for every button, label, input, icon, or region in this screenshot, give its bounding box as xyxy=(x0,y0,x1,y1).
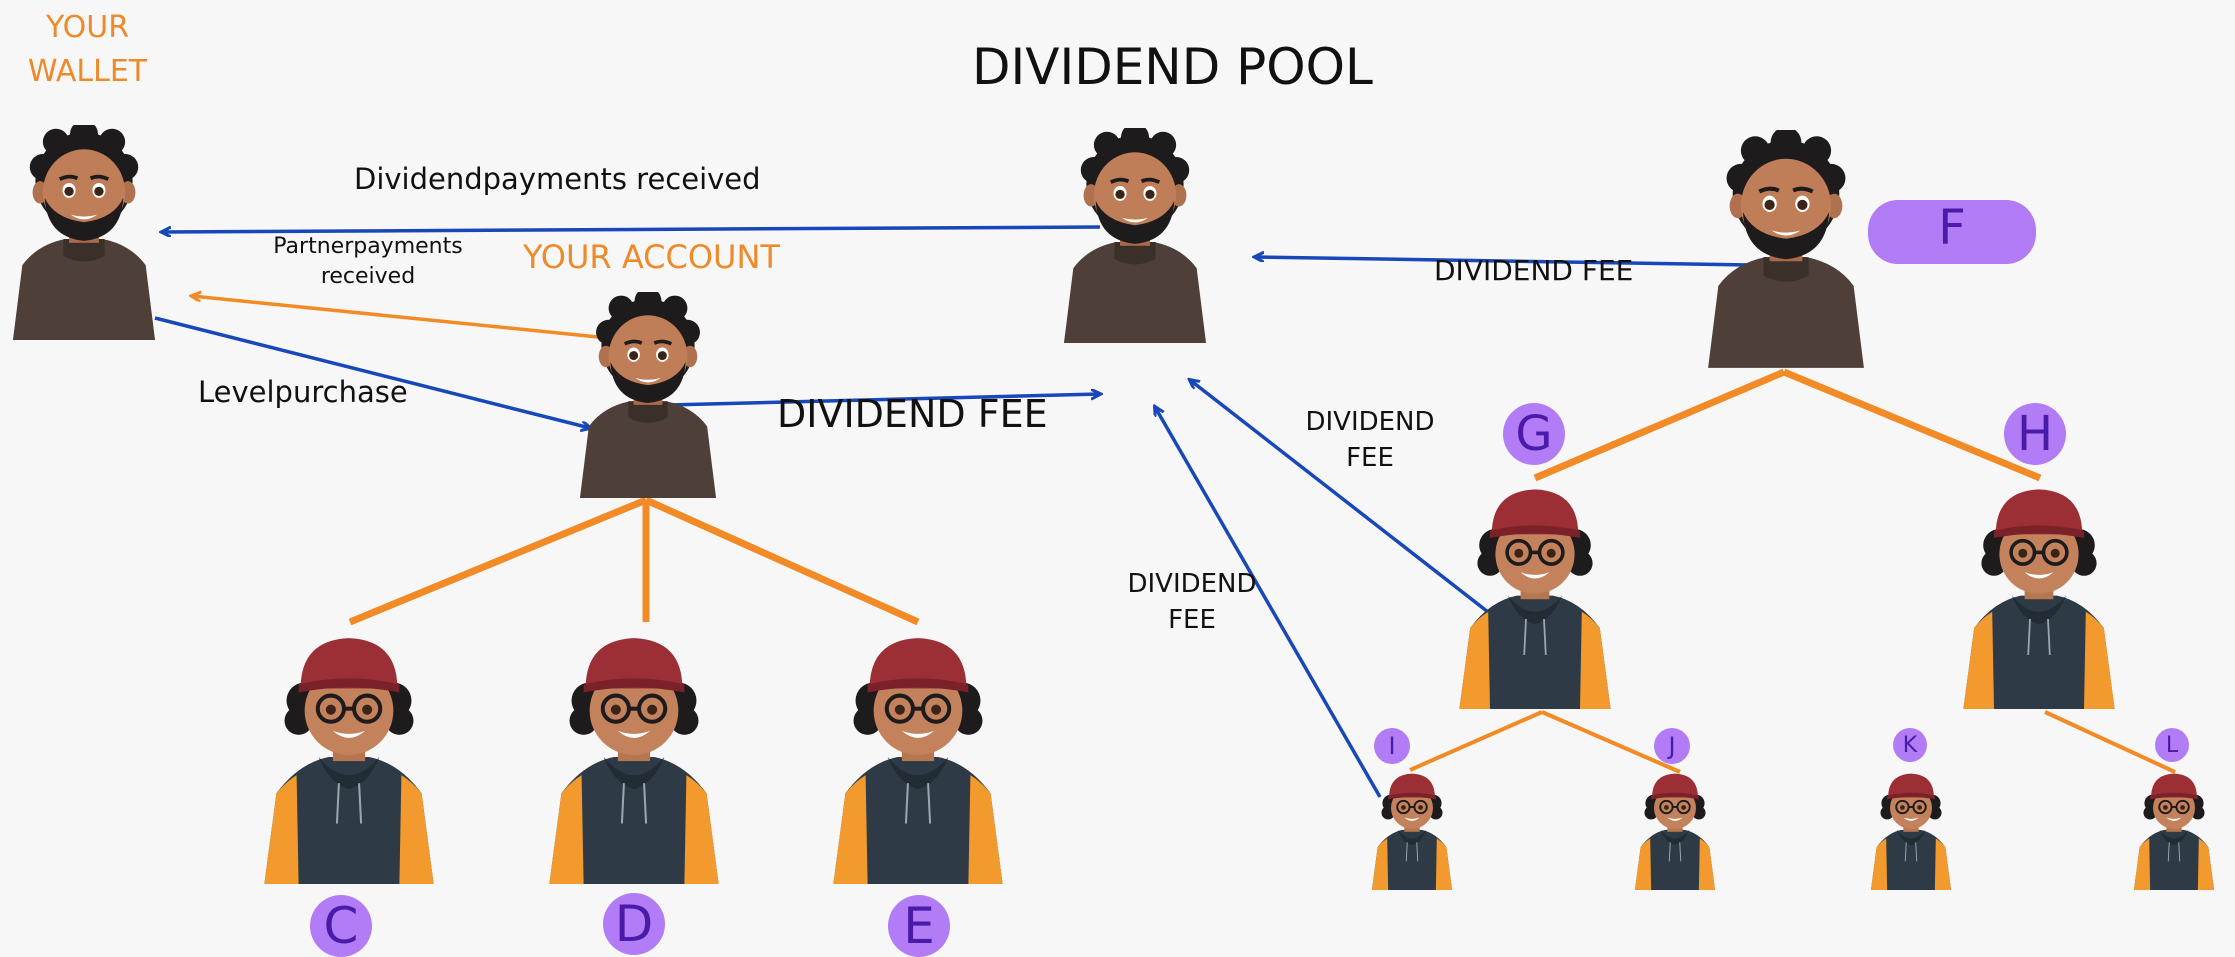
tree-line-g xyxy=(1533,368,1786,482)
node-k-badge: K xyxy=(1893,728,1927,762)
dividend-fee-g-label: DIVIDEND FEE xyxy=(1305,407,1435,473)
page-title: DIVIDEND POOL xyxy=(972,38,1373,96)
node-f-badge: F xyxy=(1868,200,2036,264)
node-d-avatar xyxy=(543,622,725,884)
node-c-avatar xyxy=(258,622,440,884)
node-i-badge: I xyxy=(1374,728,1410,764)
node-e-badge: E xyxy=(888,895,950,957)
node-c-badge: C xyxy=(310,895,372,957)
tree-line-j xyxy=(1541,710,1681,774)
node-f-avatar xyxy=(1704,130,1868,370)
node-j-badge: J xyxy=(1654,728,1690,764)
arrow-dividend-fee-f xyxy=(1255,257,1751,267)
tree-line-i xyxy=(1409,710,1543,772)
wallet-label: YOUR WALLET xyxy=(27,10,148,89)
node-d-badge: D xyxy=(603,893,665,955)
arrow-dividend-fee-g xyxy=(1190,380,1490,614)
tree-line-h xyxy=(1782,368,2042,482)
account-label: YOUR ACCOUNT xyxy=(523,238,780,276)
dividend-received-label: Dividendpayments received xyxy=(354,162,761,196)
node-i-avatar xyxy=(1368,766,1456,890)
account-avatar xyxy=(576,292,720,498)
dividend-fee-main-label: DIVIDEND FEE xyxy=(777,392,1048,436)
levelpurchase-label: Levelpurchase xyxy=(198,375,408,409)
tree-line-c xyxy=(348,496,648,626)
tree-line-l xyxy=(2044,710,2176,774)
arrow-dividend-received xyxy=(162,225,1101,232)
arrow-dividend-fee-i xyxy=(1155,407,1382,798)
arrow-levelpurchase xyxy=(154,316,590,428)
node-g-badge: G xyxy=(1503,403,1565,465)
node-j-avatar xyxy=(1631,766,1719,890)
dividend-fee-f-label: DIVIDEND FEE xyxy=(1434,254,1634,287)
node-l-badge: L xyxy=(2155,728,2189,762)
tree-line-e xyxy=(644,496,920,626)
node-h-avatar xyxy=(1958,472,2120,712)
arrow-dividend-fee-account xyxy=(667,394,1100,407)
partner-received-label: Partnerpayments received xyxy=(273,234,463,289)
pool-avatar xyxy=(1060,128,1210,343)
arrow-partner-received xyxy=(192,296,599,339)
wallet-avatar xyxy=(8,125,160,340)
node-h-badge: H xyxy=(2004,403,2066,465)
node-l-avatar xyxy=(2130,766,2218,890)
dividend-fee-i-label: DIVIDEND FEE xyxy=(1127,569,1257,635)
node-k-avatar xyxy=(1867,766,1955,890)
node-g-avatar xyxy=(1454,472,1616,712)
node-e-avatar xyxy=(827,622,1009,884)
